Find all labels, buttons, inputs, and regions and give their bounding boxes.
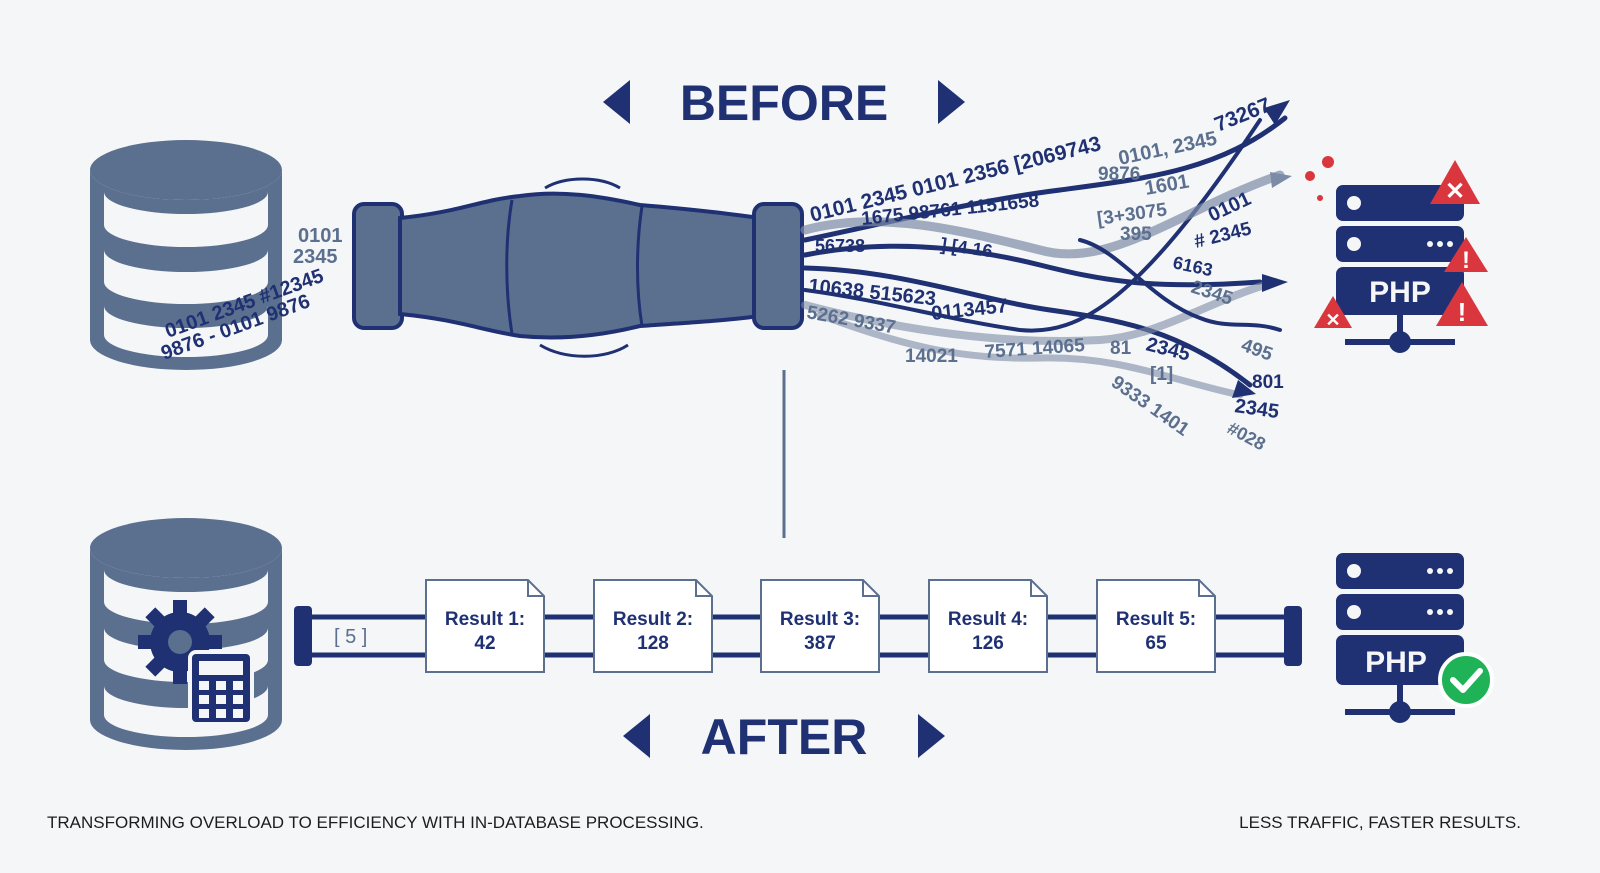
result-label: Result 4:: [948, 609, 1028, 630]
overflow-arrowheads: [1232, 100, 1292, 398]
warning-icon: !: [1444, 237, 1488, 274]
svg-text:!: !: [1458, 297, 1467, 327]
overflow-text: #028: [1224, 418, 1269, 454]
overflow-text: 0113457: [930, 295, 1009, 325]
overflow-text: 2345: [1144, 334, 1193, 366]
stream-text: 0101: [298, 225, 343, 247]
arrow-left-icon: [603, 80, 630, 124]
overflow-text: 801: [1252, 372, 1284, 393]
arrow-left-icon: [623, 714, 650, 758]
data-overflow-streams: [800, 115, 1288, 399]
server-label: PHP: [1369, 276, 1431, 309]
overflow-text: 9876: [1098, 164, 1140, 185]
overflow-text: 395: [1120, 224, 1152, 245]
result-value: 42: [474, 633, 495, 654]
calculator-icon: [188, 650, 254, 726]
result-card: Result 5: 65: [1096, 579, 1216, 673]
caption-right: LESS TRAFFIC, FASTER RESULTS.: [1239, 813, 1521, 832]
overflow-text: 2345: [1233, 395, 1280, 423]
result-card: Result 4: 126: [928, 579, 1048, 673]
arrow-right-icon: [918, 714, 945, 758]
overflow-text: 14021: [905, 346, 958, 367]
result-label: Result 5:: [1116, 609, 1196, 630]
result-card: Result 1: 42: [425, 579, 545, 673]
overflow-text: # 2345: [1192, 218, 1254, 253]
overflow-text: 495: [1238, 335, 1275, 366]
overflow-text: [1]: [1150, 364, 1173, 385]
before-heading: BEFORE: [680, 75, 888, 131]
result-value: 65: [1145, 633, 1167, 654]
server-icon: [1336, 185, 1464, 353]
result-value: 387: [804, 633, 836, 654]
svg-text:!: !: [1462, 247, 1470, 274]
result-label: Result 3:: [780, 609, 860, 630]
alert-spark-icon: [1305, 156, 1334, 201]
database-icon: [90, 140, 282, 370]
svg-text:✕: ✕: [1325, 310, 1340, 330]
svg-text:✕: ✕: [1445, 178, 1465, 205]
result-card: Result 3: 387: [760, 579, 880, 673]
overloaded-pipe: [352, 177, 804, 358]
warning-icon: !: [1436, 282, 1488, 327]
result-label: Result 1:: [445, 609, 525, 630]
result-count-label: [ 5 ]: [334, 626, 367, 648]
arrow-right-icon: [938, 80, 965, 124]
stream-text: 2345: [293, 246, 338, 268]
gear-icon: [138, 600, 222, 684]
caption-left: TRANSFORMING OVERLOAD TO EFFICIENCY WITH…: [47, 813, 704, 832]
result-card: Result 2: 128: [593, 579, 713, 673]
check-icon: [1438, 652, 1494, 708]
result-value: 126: [972, 633, 1004, 654]
after-heading: AFTER: [701, 709, 868, 765]
overflow-text: 5262 9337: [805, 302, 897, 338]
overflow-text: 81: [1110, 338, 1132, 359]
overflow-text: 6163: [1171, 252, 1214, 280]
warning-icon: ✕: [1430, 160, 1480, 205]
overflow-text: 56738: [815, 236, 865, 256]
result-label: Result 2:: [613, 609, 693, 630]
server-icon: [1336, 553, 1464, 723]
result-value: 128: [637, 633, 669, 654]
error-icon: ✕: [1314, 296, 1352, 330]
server-label: PHP: [1365, 646, 1427, 679]
